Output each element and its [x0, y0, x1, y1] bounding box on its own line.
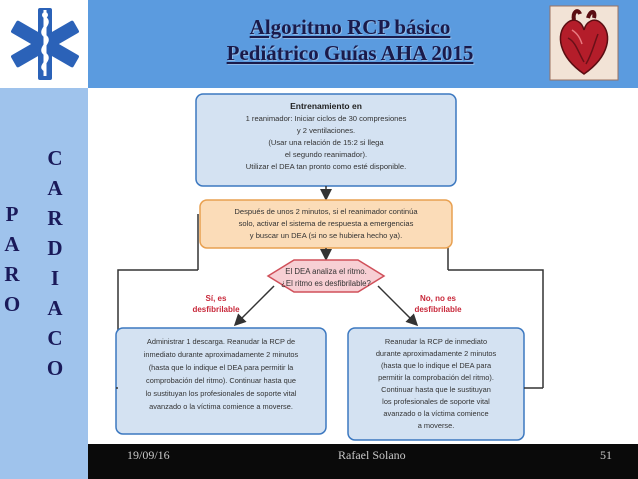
letter: O: [3, 292, 21, 316]
flowchart: Entrenamiento en 1 reanimador: Iniciar c…: [115, 93, 544, 441]
medical-logo: [0, 0, 88, 88]
box-shockable-line: inmediato durante aproximadamente 2 minu…: [144, 350, 299, 359]
title-line-1: Algoritmo RCP básico: [249, 15, 451, 39]
box-non-shockable-line: durante aproximadamente 2 minutos: [376, 349, 497, 358]
footer-date: 19/09/16: [127, 448, 170, 462]
box-non-shockable-line: Reanudar la RCP de inmediato: [385, 337, 487, 346]
box-shockable-line: Administrar 1 descarga. Reanudar la RCP …: [147, 337, 295, 346]
letter: P: [5, 202, 19, 226]
box-training-heading: Entrenamiento en: [290, 101, 362, 111]
box-shockable-line: (hasta que lo indique el DEA para permit…: [149, 363, 294, 372]
letter: C: [47, 326, 63, 350]
box-non-shockable-line: los profesionales de soporte vital: [382, 397, 490, 406]
box-training-line: (Usar una relación de 15:2 si llega: [268, 138, 384, 147]
letter: R: [4, 262, 20, 286]
footer-page-number: 51: [600, 448, 612, 462]
box-shockable: [115, 327, 327, 435]
box-non-shockable-line: avanzado o la víctima comience: [383, 409, 488, 418]
box-shockable-line: lo sustituyan los profesionales de sopor…: [146, 389, 297, 398]
letter: C: [47, 146, 63, 170]
yes-label: desfibrilable: [192, 305, 240, 314]
box-training-line: el segundo reanimador).: [285, 150, 367, 159]
box-shockable-line: avanzado o la víctima comience a moverse…: [149, 402, 293, 411]
box-shockable-line: comprobación del ritmo). Continuar hasta…: [146, 376, 296, 385]
letter: R: [47, 206, 63, 230]
decision-line: El DEA analiza el ritmo.: [285, 267, 366, 276]
footer-author: Rafael Solano: [338, 448, 406, 462]
heart-image: [548, 4, 620, 82]
box-non-shockable-line: Continuar hasta que le sustituyan: [381, 385, 491, 394]
box-non-shockable-line: (hasta que lo indique el DEA para: [381, 361, 492, 370]
footer: [88, 444, 638, 479]
box-after-2-minutes-line: y buscar un DEA (si no se hubiera hecho …: [250, 231, 402, 240]
loop-line-right: [448, 269, 544, 388]
title-line-2: Pediátrico Guías AHA 2015: [226, 41, 474, 65]
letter: O: [46, 356, 64, 380]
box-after-2-minutes-line: solo, activar el sistema de respuesta a …: [239, 219, 414, 228]
vertical-word-paro: P A R O: [2, 199, 22, 319]
star-of-life-icon: [11, 8, 79, 80]
slide-title: Algoritmo RCP básico Pediátrico Guías AH…: [140, 14, 560, 66]
decision-line: ¿El ritmo es desfibrilable?: [281, 279, 371, 288]
box-non-shockable: [347, 327, 525, 441]
decision-diamond: [266, 259, 386, 293]
no-label: desfibrilable: [414, 305, 462, 314]
box-training-line: Utilizar el DEA tan pronto como esté dis…: [246, 162, 406, 171]
flowchart-area: Entrenamiento en 1 reanimador: Iniciar c…: [88, 88, 638, 444]
title-band: [88, 0, 638, 88]
vertical-word-cardiaco: C A R D I A C O: [45, 143, 65, 383]
letter: A: [47, 296, 63, 320]
box-training-line: y 2 ventilaciones.: [297, 126, 355, 135]
box-non-shockable-line: a moverse.: [418, 421, 455, 430]
letter: A: [47, 176, 63, 200]
letter: D: [47, 236, 63, 260]
box-training-line: 1 reanimador: Iniciar ciclos de 30 compr…: [246, 114, 407, 123]
box-after-2-minutes-line: Después de unos 2 minutos, si el reanima…: [234, 207, 418, 216]
yes-label: Sí, es: [206, 294, 227, 303]
no-label: No, no es: [420, 294, 457, 303]
letter: A: [4, 232, 20, 256]
heart-icon: [549, 5, 619, 81]
box-non-shockable-line: permitir la comprobación del ritmo).: [378, 373, 494, 382]
letter: I: [50, 266, 60, 290]
